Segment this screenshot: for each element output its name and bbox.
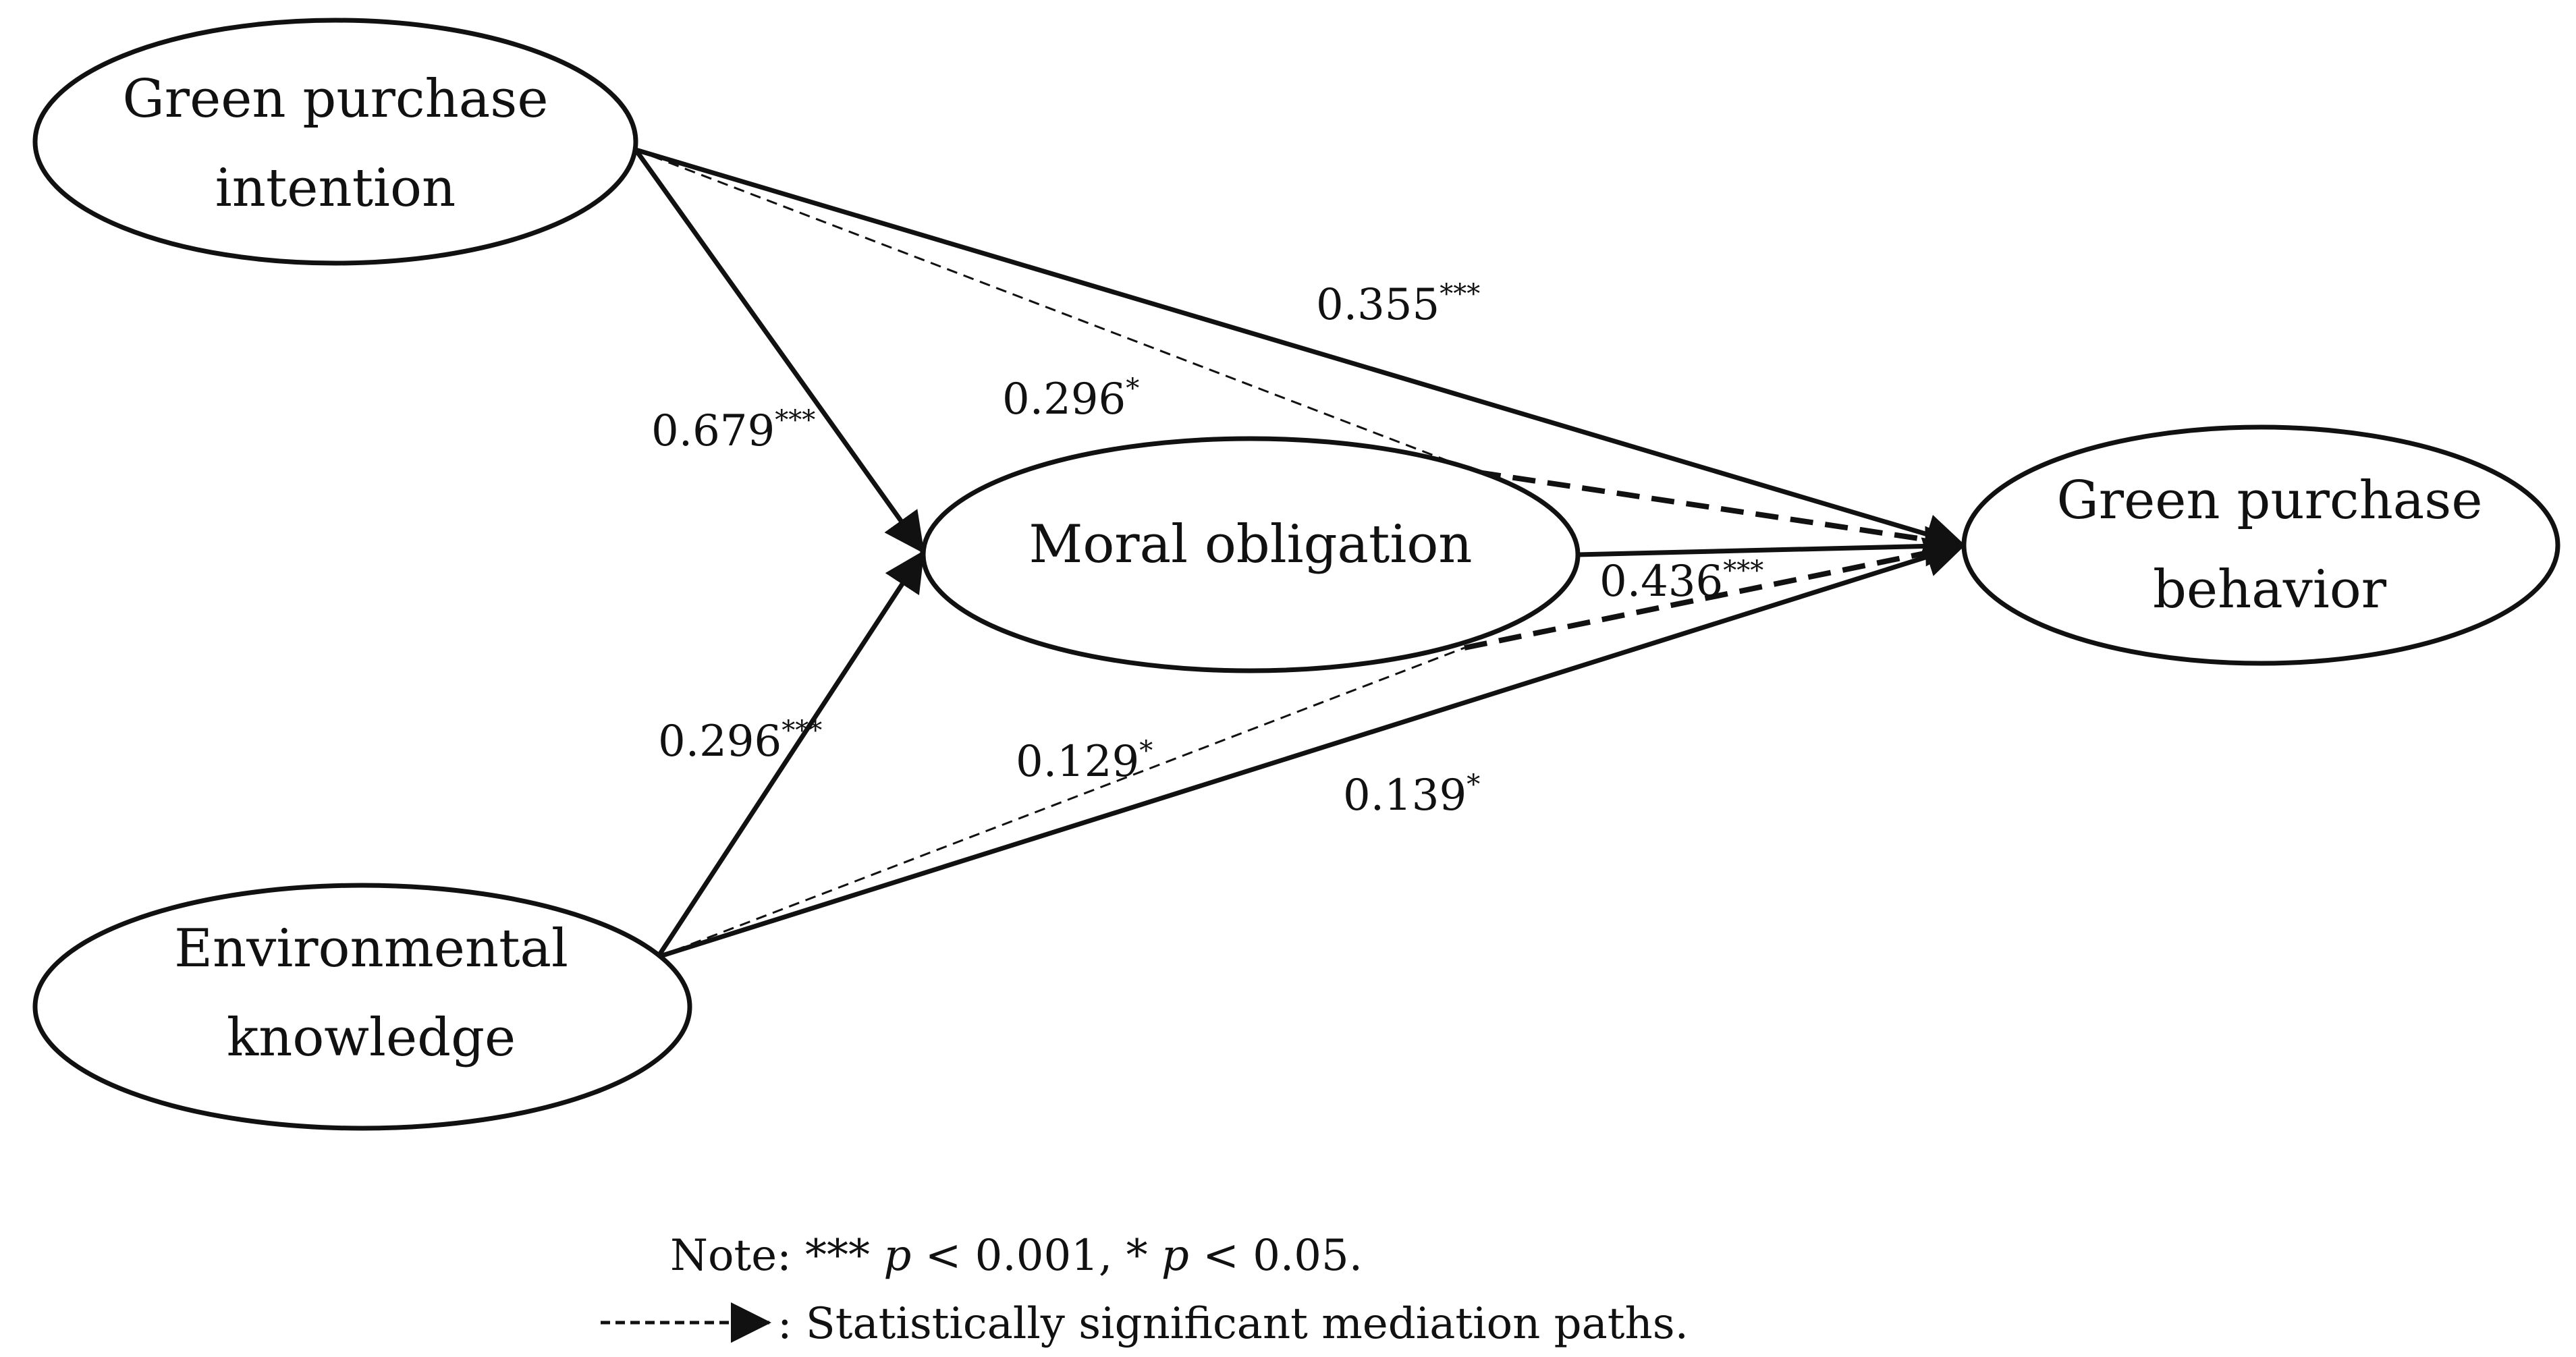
path-ek-to-gpb — [657, 537, 1966, 960]
node-moral-obligation: Moral obligation — [921, 436, 1581, 673]
coef-mo-gpb: 0.436*** — [1599, 555, 1763, 607]
mediation-gpi-thin — [635, 148, 1479, 474]
mediation-legend: : Statistically significant mediation pa… — [601, 1299, 1689, 1349]
mediation-gpi-thick — [1477, 470, 1965, 548]
node-label: Green purchase — [122, 69, 548, 130]
node-environmental-knowledge: Environmental knowledge — [32, 883, 692, 1131]
node-green-purchase-intention: Green purchase intention — [32, 18, 638, 266]
significance-note: Note: *** p < 0.001, * p < 0.05. — [670, 1231, 1363, 1281]
node-label: Moral obligation — [1029, 514, 1472, 575]
mediation-ek-thin — [657, 646, 1465, 958]
node-label: behavior — [2153, 559, 2387, 620]
node-label: intention — [215, 158, 456, 219]
path-gpi-to-gpb — [635, 147, 1966, 554]
node-green-purchase-behavior: Green purchase behavior — [1961, 424, 2560, 666]
coef-ek-mo: 0.296*** — [658, 715, 822, 767]
node-label: Environmental — [174, 918, 568, 979]
node-label: Green purchase — [2056, 470, 2482, 531]
coef-ek-gpb: 0.139* — [1343, 769, 1480, 821]
legend-text: : Statistically significant mediation pa… — [777, 1299, 1689, 1349]
path-gpi-to-mo — [634, 148, 925, 554]
coef-gpi-mo: 0.679*** — [651, 405, 815, 456]
coef-ek-mediation: 0.129* — [1016, 736, 1153, 787]
path-mo-to-gpb — [1577, 526, 1966, 567]
path-ek-to-mo — [656, 550, 925, 958]
coef-gpi-gpb: 0.355*** — [1316, 279, 1480, 330]
mediation-ek-thick — [1464, 543, 1965, 650]
node-label: knowledge — [227, 1007, 516, 1068]
coef-gpi-mediation: 0.296* — [1002, 373, 1139, 424]
